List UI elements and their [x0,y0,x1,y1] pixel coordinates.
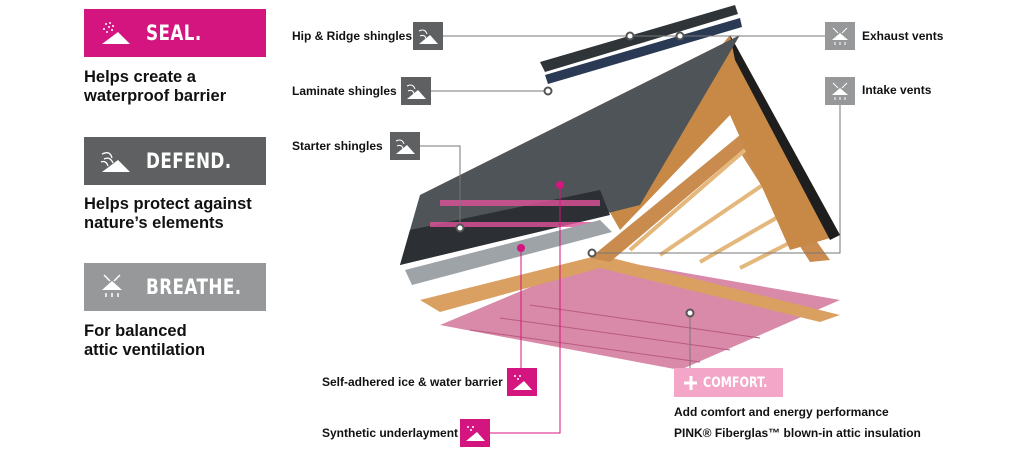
seal-badge: SEAL. [84,9,266,57]
laminate-shingles [400,35,740,265]
breathe-icon [825,22,855,50]
hip-ridge-shingles [540,5,738,72]
defend-icon [401,77,431,105]
starter-shingles [400,190,610,265]
breathe-desc-line: attic ventilation [84,341,206,359]
rain-roof-icon [102,22,130,44]
seal-desc-line: waterproof barrier [84,87,227,105]
comfort-line1: Add comfort and energy performance [674,405,889,419]
comfort-line2: PINK® Fiberglas™ blown-in attic insulati… [674,426,921,440]
comfort-badge: COMFORT. [674,368,783,397]
comfort-title: COMFORT. [702,374,767,391]
laminate-label: Laminate shingles [292,84,397,98]
plus-icon [684,375,697,390]
hip-ridge-label: Hip & Ridge shingles [292,29,413,43]
defend-icon [390,132,420,160]
defend-badge: DEFEND. [84,137,266,185]
seal-desc-line: Helps create a [84,68,196,86]
insulation-layer [440,258,840,370]
defend-desc-line: nature’s elements [84,214,224,232]
wind-roof-icon [100,152,130,172]
seal-icon [507,368,537,396]
seal-icon [460,419,490,447]
underlayment-label: Synthetic underlayment [322,426,459,440]
exhaust-label: Exhaust vents [862,29,944,43]
breathe-title: BREATHE. [146,275,242,299]
defend-icon [413,22,443,50]
vent-roof-icon [102,274,122,297]
breathe-badge: BREATHE. [84,263,266,311]
intake-label: Intake vents [862,83,932,97]
seal-title: SEAL. [146,21,202,45]
defend-desc-line: Helps protect against [84,195,252,213]
ice-water-label: Self-adhered ice & water barrier [322,375,503,389]
ceiling-joists [420,255,840,322]
breathe-desc-line: For balanced [84,322,187,340]
breathe-icon [825,77,855,105]
defend-title: DEFEND. [146,149,232,173]
starter-label: Starter shingles [292,139,383,153]
roof-decking [600,35,840,250]
